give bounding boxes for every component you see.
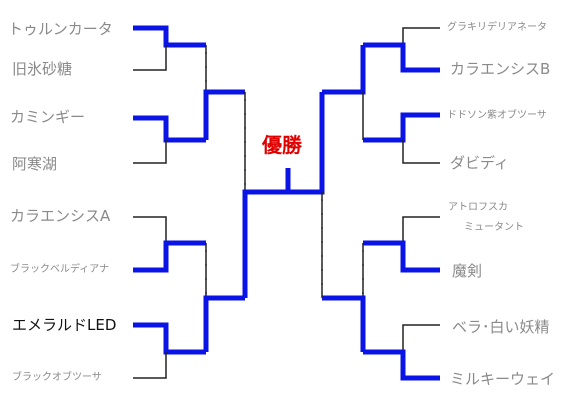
left-r1-win-5 bbox=[133, 240, 206, 273]
right-r3-dot-51 bbox=[321, 255, 323, 257]
entrant-left-2: 旧氷砂糖 bbox=[12, 60, 73, 78]
left-r1-lose-4 bbox=[133, 216, 167, 243]
left-r2-dot-16 bbox=[205, 264, 207, 266]
right-r2-dot-42 bbox=[362, 264, 364, 266]
right-r3-dot-52 bbox=[321, 269, 323, 271]
entrant-left-8: ブラックオブツーサ bbox=[12, 372, 102, 383]
entrant-left-5: カラエンシスA bbox=[10, 207, 111, 225]
right-r2-dot-43 bbox=[362, 278, 364, 280]
right-r1-lose-32 bbox=[402, 140, 440, 164]
entrant-left-6: ブラックベルディアナ bbox=[10, 264, 110, 275]
right-r2-win-40 bbox=[322, 295, 366, 352]
left-r3-dot-24 bbox=[244, 141, 246, 143]
left-r2-win-14 bbox=[203, 295, 245, 352]
left-r2-dot-18 bbox=[205, 292, 207, 294]
left-r1-win-2 bbox=[133, 115, 206, 143]
left-r2-dot-10 bbox=[205, 52, 207, 54]
right-r2-win-37 bbox=[322, 45, 366, 95]
entrant-right-3: ドドソン紫オブツーサ bbox=[447, 110, 547, 121]
right-r3-dot-49 bbox=[321, 227, 323, 229]
entrant-left-4: 阿寒湖 bbox=[12, 155, 58, 173]
left-r3-dot-22 bbox=[244, 113, 246, 115]
right-r1-win-36 bbox=[363, 349, 440, 381]
entrant-left-3: カミンギー bbox=[10, 108, 86, 126]
right-r3-dot-47 bbox=[321, 199, 323, 201]
entrant-right-2: カラエンシスB bbox=[450, 60, 551, 78]
left-r3-win-20 bbox=[242, 189, 288, 298]
entrant-left-1: トゥルンカータ bbox=[8, 20, 113, 38]
left-r1-lose-1 bbox=[133, 45, 167, 71]
right-r1-win-31 bbox=[363, 112, 440, 143]
entrant-right-8: ミルキーウェイ bbox=[450, 370, 556, 388]
entrant-right-6: 魔剣 bbox=[452, 262, 483, 280]
entrant-right-5b: ミュータント bbox=[464, 222, 524, 233]
champion-label: 優勝 bbox=[262, 133, 302, 157]
left-r3-dot-23 bbox=[244, 127, 246, 129]
left-r3-dot-27 bbox=[244, 183, 246, 185]
left-r2-dot-15 bbox=[205, 250, 207, 252]
right-r2-dot-41 bbox=[362, 250, 364, 252]
left-r3-dot-21 bbox=[244, 99, 246, 101]
right-r3-dot-50 bbox=[321, 241, 323, 243]
entrant-right-7: ベラ･白い妖精 bbox=[452, 318, 550, 336]
left-r1-lose-7 bbox=[133, 352, 167, 379]
entrant-left-7: エメラルドLED bbox=[12, 316, 117, 334]
right-r1-win-34 bbox=[363, 240, 440, 273]
left-r3-dot-25 bbox=[244, 155, 246, 157]
left-r1-lose-3 bbox=[133, 140, 167, 164]
left-r3-dot-26 bbox=[244, 169, 246, 171]
left-r1-win-0 bbox=[133, 25, 206, 48]
left-r2-dot-11 bbox=[205, 66, 207, 68]
left-r2-win-9 bbox=[203, 89, 245, 140]
entrant-right-5a: アトロフスカ bbox=[448, 202, 508, 213]
right-r2-dot-44 bbox=[362, 292, 364, 294]
right-r1-win-30 bbox=[363, 42, 440, 73]
right-r3-dot-53 bbox=[321, 283, 323, 285]
right-r1-lose-35 bbox=[402, 324, 440, 352]
left-r2-dot-17 bbox=[205, 278, 207, 280]
entrant-right-1: グラキリデリアネータ bbox=[447, 22, 547, 33]
left-r2-dot-12 bbox=[205, 80, 207, 82]
left-r1-win-6 bbox=[133, 322, 206, 355]
right-r1-lose-29 bbox=[402, 27, 440, 45]
right-r1-lose-33 bbox=[402, 216, 440, 243]
right-r3-dot-48 bbox=[321, 213, 323, 215]
entrant-right-4: ダビディ bbox=[450, 154, 509, 172]
